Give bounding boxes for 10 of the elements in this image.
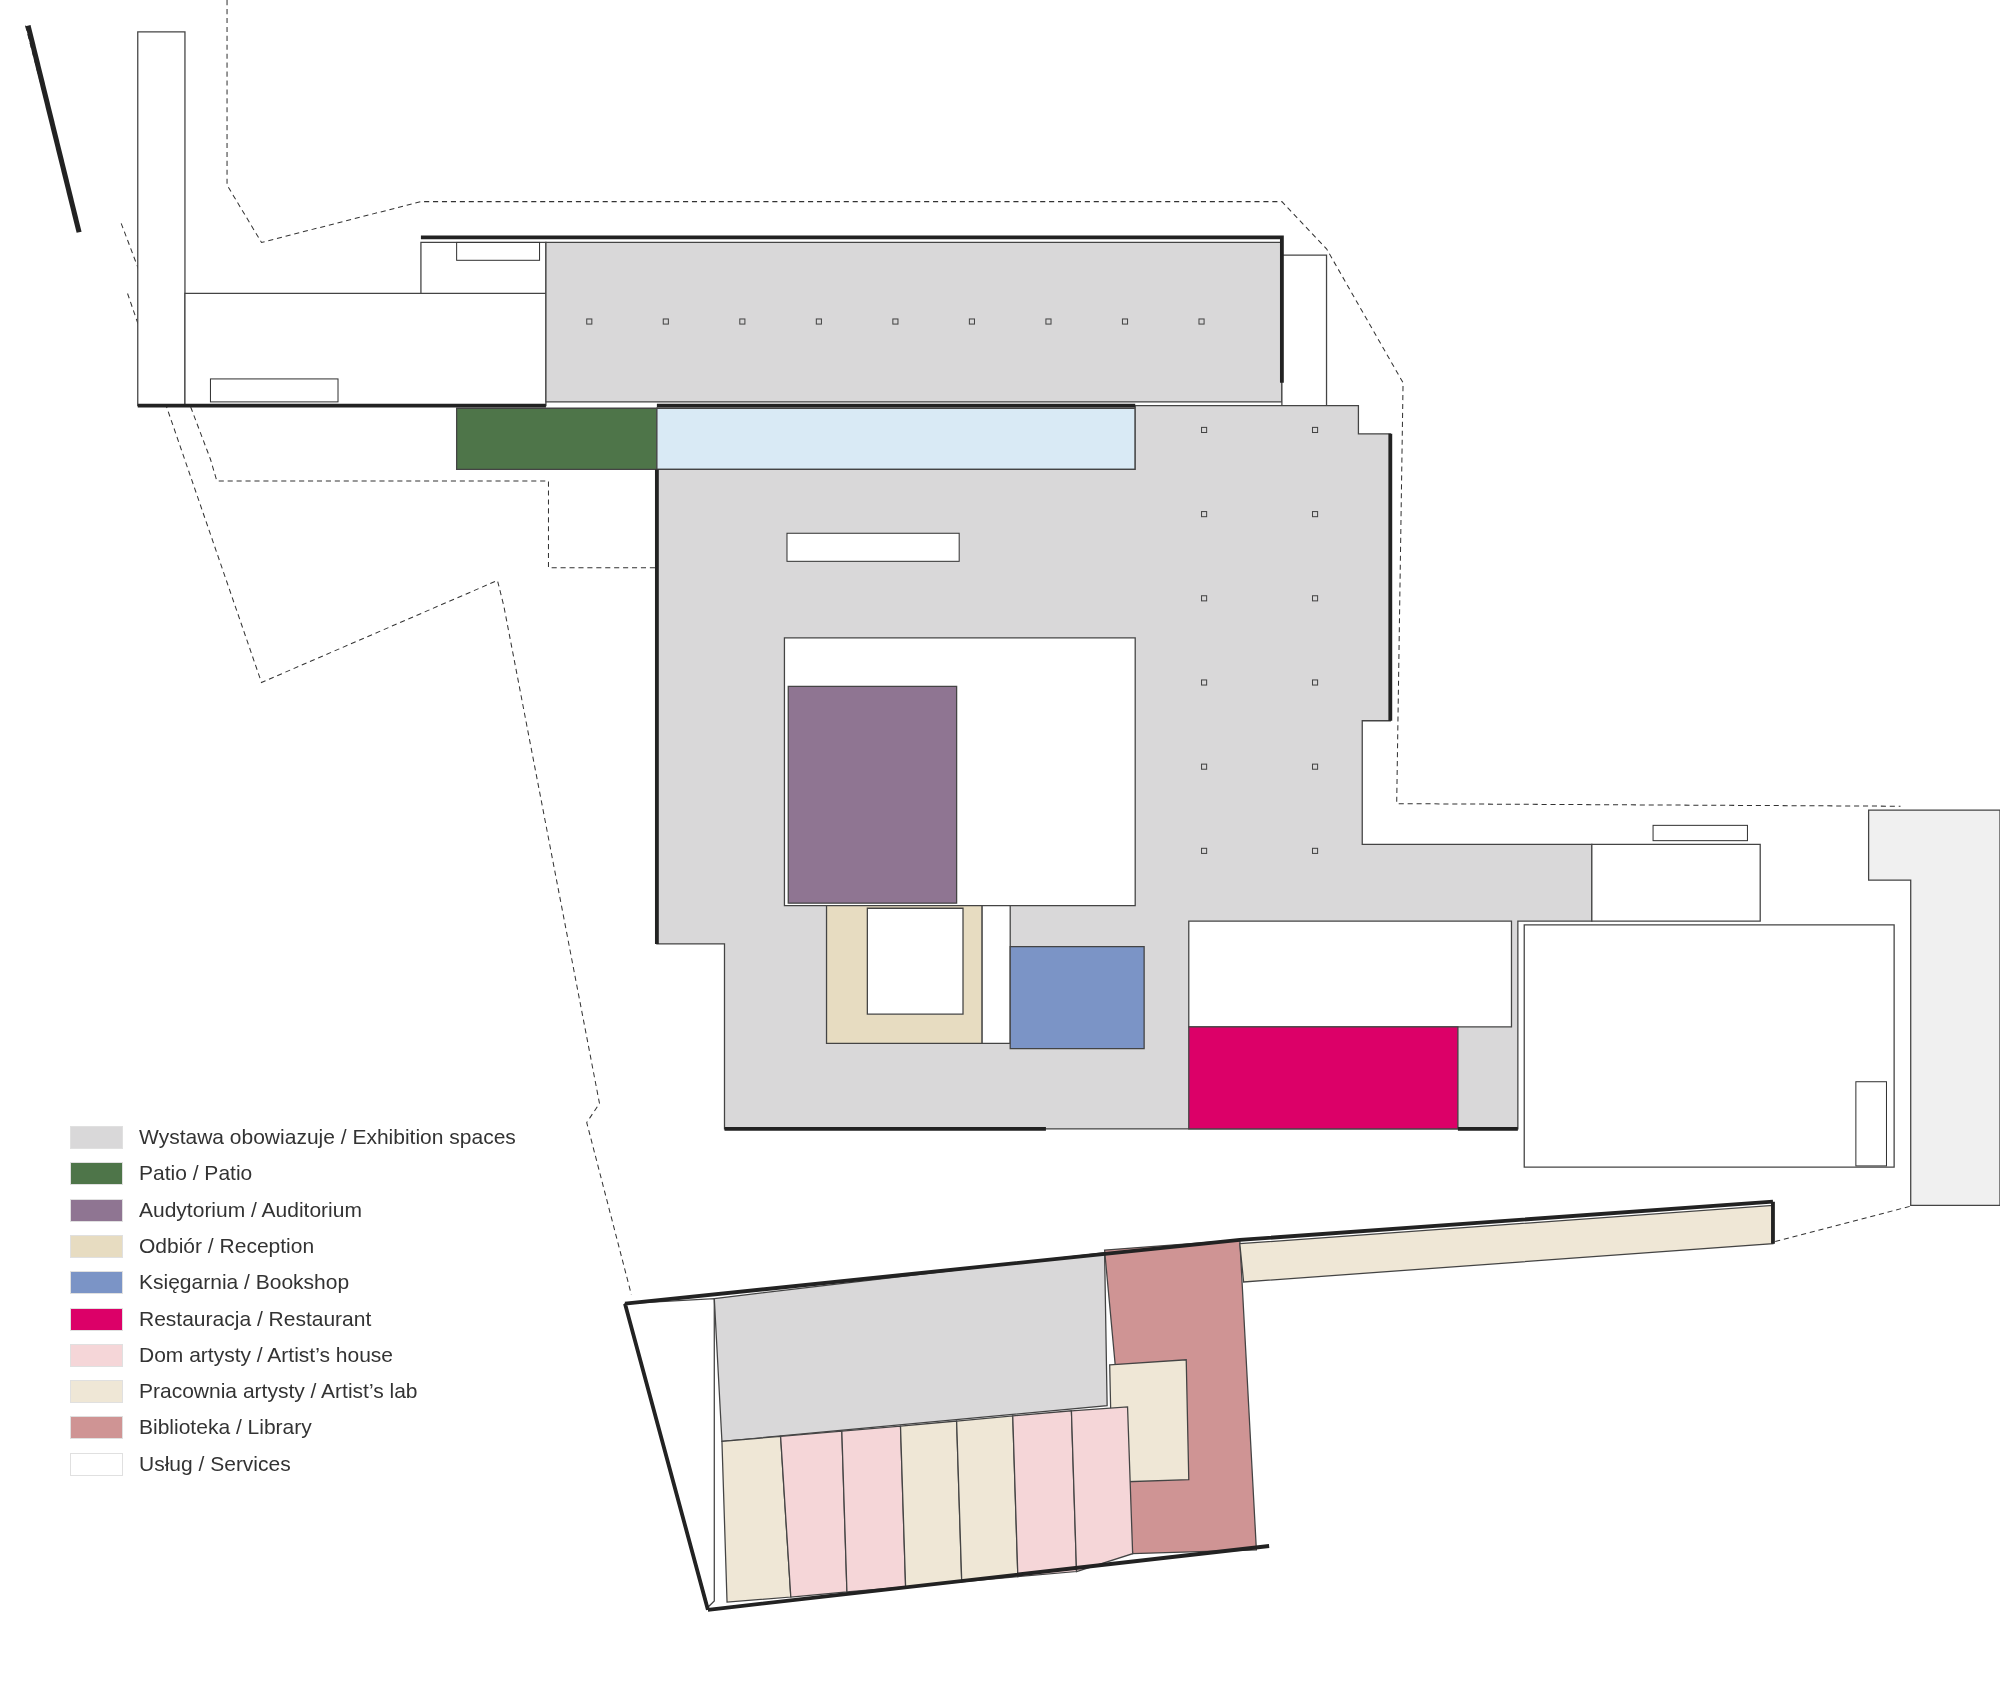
legend-label: Odbiór / Reception [139, 1232, 315, 1259]
legend-label: Biblioteka / Library [139, 1414, 312, 1441]
legend-label: Wystawa obowiazuje / Exhibition spaces [139, 1124, 516, 1150]
legend-label: Usług / Services [139, 1450, 291, 1477]
legend-label: Patio / Patio [139, 1160, 253, 1187]
legend-label: Restauracja / Restaurant [139, 1305, 372, 1332]
legend-label: Dom artysty / Artist’s house [139, 1341, 394, 1368]
legend-label: Księgarnia / Bookshop [139, 1269, 350, 1296]
legend-label: Pracownia artysty / Artist’s lab [139, 1378, 418, 1405]
legend-label: Audytorium / Auditorium [139, 1196, 362, 1223]
